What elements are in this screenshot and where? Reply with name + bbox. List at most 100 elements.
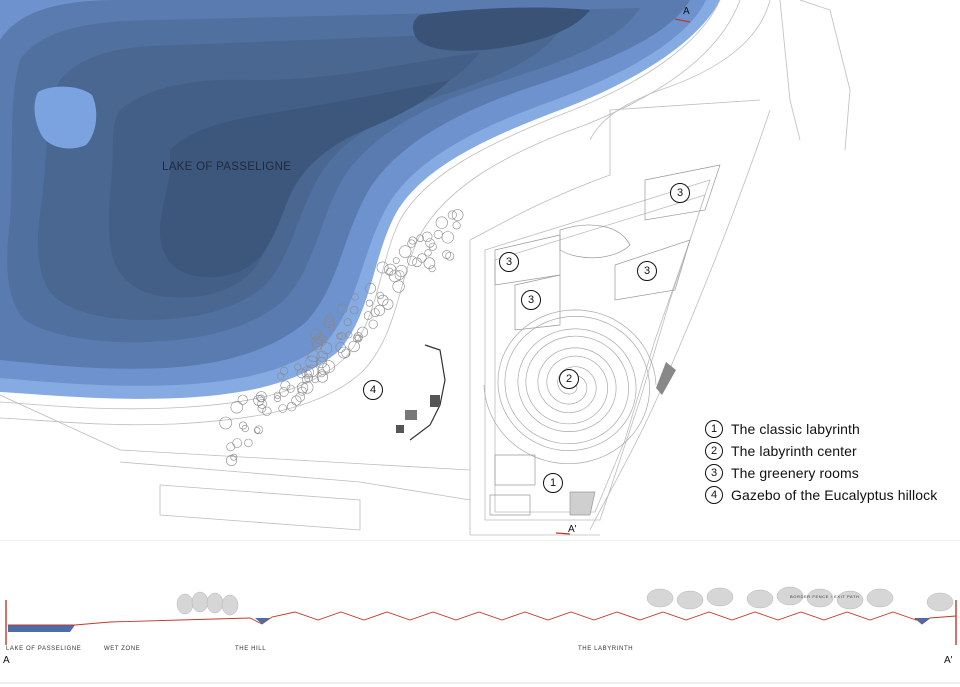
tree-canopy xyxy=(301,366,314,379)
tree-canopy xyxy=(287,401,297,412)
tree-canopy xyxy=(328,323,336,331)
legend-number: 4 xyxy=(705,486,723,504)
tree-canopy xyxy=(226,454,238,466)
map-marker-3-e: 3 xyxy=(637,261,657,281)
cut-line-a-prime xyxy=(555,532,571,535)
tree-canopy xyxy=(286,384,295,393)
gazebo-path xyxy=(409,344,446,441)
section-tree xyxy=(806,588,834,608)
cut-line-a xyxy=(674,18,691,23)
tree-canopy xyxy=(241,424,249,433)
section-lake-water xyxy=(8,625,75,632)
tree-canopy xyxy=(307,350,320,363)
room-ne xyxy=(644,164,721,221)
section-tree xyxy=(191,591,209,613)
entrance-shelter xyxy=(656,362,676,395)
tree-canopy xyxy=(280,380,291,391)
tree-canopy xyxy=(350,306,359,315)
room-sw-2 xyxy=(489,494,531,516)
tree-canopy xyxy=(230,453,238,461)
tree-canopy xyxy=(395,264,408,277)
site-plan-map xyxy=(0,0,851,536)
tree-canopy xyxy=(376,261,389,274)
tree-canopy xyxy=(304,369,312,378)
legend-number: 2 xyxy=(705,442,723,460)
eucalyptus-trees xyxy=(219,209,464,466)
lake-deep-pocket xyxy=(412,7,590,51)
map-legend: 1 The classic labyrinth 2 The labyrinth … xyxy=(705,418,955,506)
south-road xyxy=(119,449,471,471)
tree-canopy xyxy=(226,442,236,452)
map-marker-3-w: 3 xyxy=(521,290,541,310)
section-label-labyrinth: THE LABYRINTH xyxy=(578,646,634,652)
section-tree xyxy=(206,592,224,614)
section-tree xyxy=(776,586,804,606)
tree-canopy xyxy=(345,331,353,339)
section-background-trees xyxy=(176,586,954,616)
legend-text: Gazebo of the Eucalyptus hillock xyxy=(731,487,938,503)
tree-canopy xyxy=(442,250,451,259)
shore-path-1 xyxy=(0,0,721,410)
gazebo-building-1 xyxy=(430,395,440,407)
tree-canopy xyxy=(351,293,359,301)
greenery-rooms xyxy=(489,164,721,516)
tree-canopy xyxy=(316,371,329,383)
tree-canopy xyxy=(257,394,266,403)
legend-item: 4 Gazebo of the Eucalyptus hillock xyxy=(705,484,955,506)
section-elevation xyxy=(0,540,960,684)
tree-canopy xyxy=(352,334,361,343)
room-s-hatch xyxy=(569,491,596,516)
tree-canopy xyxy=(316,350,328,363)
section-ditch-left xyxy=(255,618,270,624)
tree-canopy xyxy=(341,348,351,358)
room-w xyxy=(514,274,561,331)
lab-east-edge xyxy=(589,109,771,531)
legend-item: 2 The labyrinth center xyxy=(705,440,955,462)
section-mark-a-prime: A' xyxy=(568,524,577,535)
south-road-3 xyxy=(0,394,121,451)
section-label-hill: THE HILL xyxy=(235,646,267,652)
tree-canopy xyxy=(336,303,348,315)
tree-canopy xyxy=(408,236,417,245)
tree-canopy xyxy=(365,282,376,294)
tree-canopy xyxy=(278,404,288,413)
section-label-wet: WET ZONE xyxy=(104,646,141,652)
tree-canopy xyxy=(237,394,248,405)
road-north-2 xyxy=(779,0,801,141)
tree-canopy xyxy=(232,438,242,448)
tree-canopy xyxy=(295,392,306,402)
legend-item: 1 The classic labyrinth xyxy=(705,418,955,440)
lake-bathymetry xyxy=(0,0,720,399)
lab-inner-frame-2 xyxy=(494,194,706,513)
lab-inner-frame xyxy=(484,179,711,521)
tree-canopy xyxy=(392,280,405,293)
section-ground-profile xyxy=(8,611,957,626)
section-tree xyxy=(706,587,734,607)
tree-canopy xyxy=(447,210,457,220)
tree-canopy xyxy=(399,245,412,258)
section-tree xyxy=(646,588,674,608)
section-tree xyxy=(176,593,194,615)
tree-canopy xyxy=(451,209,464,221)
tree-canopy xyxy=(386,267,394,276)
tree-canopy xyxy=(262,406,272,416)
section-tree xyxy=(746,589,774,609)
tree-canopy xyxy=(274,395,281,403)
tree-canopy xyxy=(244,438,253,448)
section-tree xyxy=(836,590,864,610)
tree-canopy xyxy=(433,229,443,239)
section-tree xyxy=(926,592,954,612)
gazebo-structure xyxy=(396,344,446,441)
tree-canopy xyxy=(423,257,436,270)
south-road-2 xyxy=(119,461,471,501)
map-marker-2: 2 xyxy=(559,369,579,389)
tree-canopy xyxy=(441,231,454,244)
tree-canopy xyxy=(338,346,350,359)
tree-canopy xyxy=(219,416,232,430)
legend-text: The greenery rooms xyxy=(731,465,859,481)
map-marker-3-nw: 3 xyxy=(499,252,519,272)
tree-canopy xyxy=(311,375,319,384)
tree-canopy xyxy=(343,318,352,327)
tree-canopy xyxy=(317,369,326,378)
tree-canopy xyxy=(291,395,302,406)
